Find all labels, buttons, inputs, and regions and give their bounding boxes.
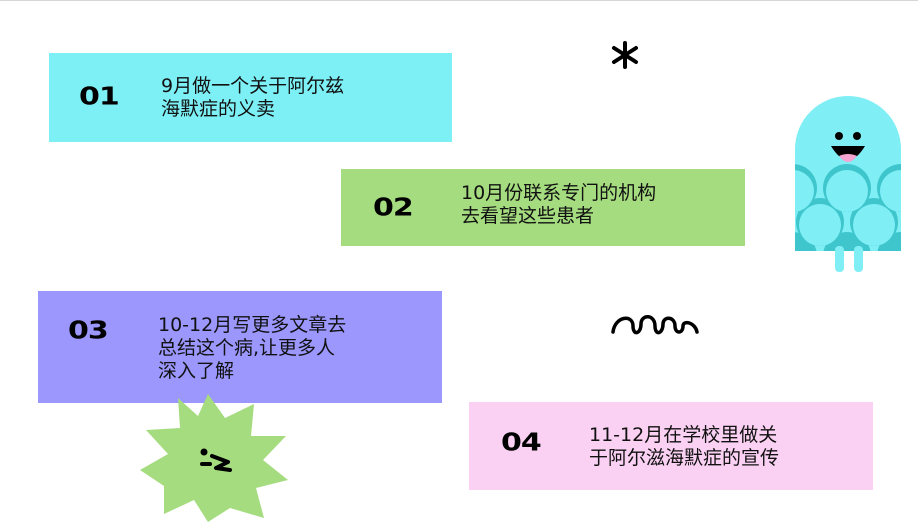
step-text-line: 深入了解 (158, 360, 235, 382)
step-text: 11-12月在学校里做关 于阿尔滋海默症的宣传 (589, 424, 779, 470)
ghost-character-icon (795, 96, 901, 272)
step-text-line: 总结这个病,让更多人 (158, 337, 336, 359)
spiky-character-icon (140, 394, 288, 522)
squiggle-icon (611, 315, 699, 335)
step-text-line: 10-12月写更多文章去 (158, 314, 347, 336)
asterisk-icon (612, 41, 638, 69)
top-border (0, 0, 918, 1)
step-card-04: 04 11-12月在学校里做关 于阿尔滋海默症的宣传 (469, 402, 873, 490)
step-number: 03 (68, 316, 109, 345)
step-text-line: 于阿尔滋海默症的宣传 (589, 447, 780, 469)
step-number: 04 (501, 428, 542, 457)
step-card-01: 01 9月做一个关于阿尔兹 海默症的义卖 (49, 53, 452, 142)
step-text: 9月做一个关于阿尔兹 海默症的义卖 (161, 75, 344, 121)
step-text: 10-12月写更多文章去 总结这个病,让更多人 深入了解 (158, 314, 346, 383)
step-text-line: 10月份联系专门的机构 (461, 182, 657, 204)
step-card-03: 03 10-12月写更多文章去 总结这个病,让更多人 深入了解 (38, 291, 442, 403)
step-number: 02 (373, 193, 414, 222)
step-text-line: 9月做一个关于阿尔兹 (161, 75, 345, 97)
step-text-line: 去看望这些患者 (461, 205, 595, 227)
step-card-02: 02 10月份联系专门的机构 去看望这些患者 (341, 169, 745, 246)
step-number: 01 (79, 82, 120, 111)
step-text-line: 11-12月在学校里做关 (589, 424, 778, 446)
step-text: 10月份联系专门的机构 去看望这些患者 (461, 182, 656, 228)
step-text-line: 海默症的义卖 (161, 98, 276, 120)
